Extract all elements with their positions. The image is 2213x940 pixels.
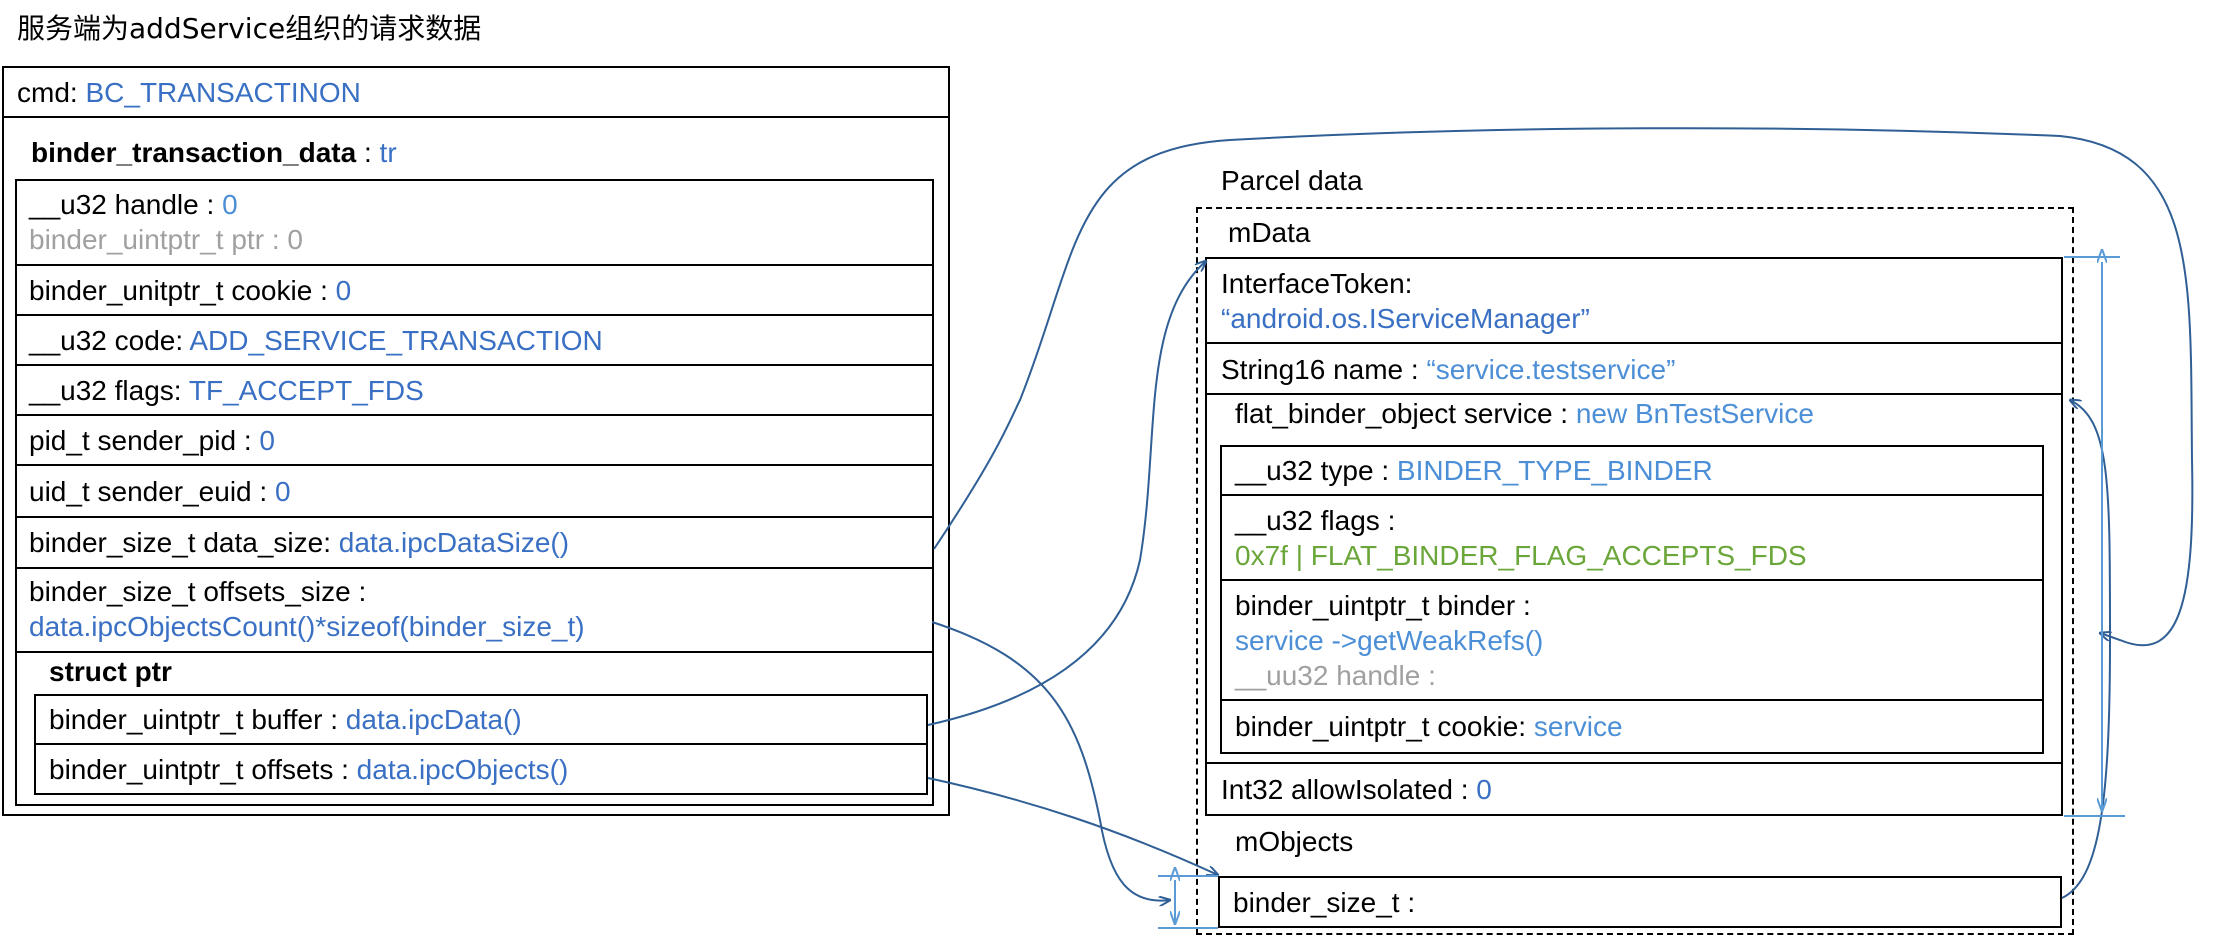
- connector-tr-to-flat-binder: [933, 127, 2194, 647]
- flat-binder-object-field: flat_binder_object service : new BnTestS…: [1235, 397, 1814, 431]
- cmd-divider: [2, 116, 950, 118]
- uid-value: 0: [274, 476, 291, 507]
- btd-header: binder_transaction_data : tr: [31, 136, 397, 170]
- fbo-cookie-value: service: [1533, 711, 1623, 742]
- type-label: __u32 type :: [1235, 455, 1397, 486]
- buffer-value: data.ipcData(): [345, 704, 522, 735]
- data-size-field: binder_size_t data_size: data.ipcDataSiz…: [29, 526, 569, 560]
- flat-binder-object-box: [1220, 445, 2044, 754]
- sender-pid-field: pid_t sender_pid : 0: [29, 424, 275, 458]
- fbo-divider-1: [1220, 494, 2044, 496]
- interface-token-value: “android.os.IServiceManager”: [1221, 303, 1590, 334]
- code-label: __u32 code:: [29, 325, 190, 356]
- binder-write-request-box: [2, 66, 950, 816]
- service-name-field: String16 name : “service.testservice”: [1221, 353, 1675, 387]
- flags-field: __u32 flags: TF_ACCEPT_FDS: [29, 374, 424, 408]
- handle-field: __u32 handle : 0: [29, 188, 238, 222]
- offsets-size-value: data.ipcObjectsCount()*sizeof(binder_siz…: [29, 611, 585, 642]
- data-size-value: data.ipcDataSize(): [338, 527, 570, 558]
- flags-value: TF_ACCEPT_FDS: [188, 375, 424, 406]
- row-divider-7: [15, 567, 934, 569]
- offsets-value: data.ipcObjects(): [356, 754, 569, 785]
- buffer-label: binder_uintptr_t buffer :: [49, 704, 346, 735]
- cookie-field: binder_unitptr_t cookie : 0: [29, 274, 351, 308]
- allow-value: 0: [1476, 774, 1492, 805]
- cmd-field: cmd: BC_TRANSACTINON: [17, 76, 361, 110]
- fbo-value: new BnTestService: [1575, 398, 1814, 429]
- offsets-label: binder_uintptr_t offsets :: [49, 754, 357, 785]
- code-value: ADD_SERVICE_TRANSACTION: [189, 325, 603, 356]
- row-divider-5: [15, 464, 934, 466]
- cookie-value: 0: [335, 275, 352, 306]
- mdata-label: mData: [1228, 217, 1311, 248]
- parcel-data-title: Parcel data: [1221, 165, 1363, 196]
- cmd-value: BC_TRANSACTINON: [85, 77, 361, 108]
- row-divider-3: [15, 364, 934, 366]
- handle-gray: __uu32 handle :: [1235, 660, 1436, 691]
- offsets-size-label: binder_size_t offsets_size :: [29, 576, 367, 607]
- uid-label: uid_t sender_euid :: [29, 476, 275, 507]
- ptr-divider: [34, 743, 928, 745]
- cmd-label: cmd:: [17, 77, 86, 108]
- type-value: BINDER_TYPE_BINDER: [1396, 455, 1713, 486]
- code-field: __u32 code: ADD_SERVICE_TRANSACTION: [29, 324, 603, 358]
- mobjects-label: mObjects: [1235, 826, 1354, 857]
- buffer-field: binder_uintptr_t buffer : data.ipcData(): [49, 703, 522, 737]
- binder-size-field: binder_size_t :: [1233, 887, 1416, 918]
- fbo-flags-label: __u32 flags :: [1235, 505, 1396, 536]
- fbo-cookie-field: binder_uintptr_t cookie: service: [1235, 710, 1623, 744]
- interface-token-label: InterfaceToken:: [1221, 268, 1413, 299]
- cookie-label: binder_unitptr_t cookie :: [29, 275, 336, 306]
- pid-value: 0: [259, 425, 275, 456]
- fbo-flags-value: 0x7f | FLAT_BINDER_FLAG_ACCEPTS_FDS: [1235, 540, 1807, 571]
- data-size-label: binder_size_t data_size:: [29, 527, 339, 558]
- flags-label: __u32 flags:: [29, 375, 189, 406]
- connector-offsets-size-to-mobjects: [931, 621, 1170, 901]
- row-divider-6: [15, 516, 934, 518]
- connector-buffer-to-mdata: [927, 261, 1206, 726]
- connector-offsets-to-mobjects: [927, 777, 1218, 875]
- row-divider-1: [15, 264, 934, 266]
- mobjects-box: [1218, 876, 2062, 928]
- mdata-divider-3: [1205, 762, 2063, 764]
- mdata-box: [1205, 257, 2063, 816]
- offsets-field: binder_uintptr_t offsets : data.ipcObjec…: [49, 753, 568, 787]
- fbo-divider-2: [1220, 579, 2044, 581]
- pid-label: pid_t sender_pid :: [29, 425, 260, 456]
- row-divider-2: [15, 314, 934, 316]
- mdata-divider-1: [1205, 342, 2063, 344]
- name-value: “service.testservice”: [1426, 354, 1676, 385]
- type-field: __u32 type : BINDER_TYPE_BINDER: [1235, 454, 1713, 488]
- btd-label: binder_transaction_data: [31, 137, 357, 168]
- row-divider-4: [15, 414, 934, 416]
- binder-value: service ->getWeakRefs(): [1235, 625, 1544, 656]
- allow-label: Int32 allowIsolated :: [1221, 774, 1477, 805]
- diagram-title: 服务端为addService组织的请求数据: [17, 12, 482, 45]
- mdata-divider-2: [1205, 393, 2063, 395]
- row-divider-8: [15, 651, 934, 653]
- sender-euid-field: uid_t sender_euid : 0: [29, 475, 291, 509]
- parcel-data-box: [1196, 207, 2074, 935]
- fbo-label: flat_binder_object service :: [1235, 398, 1576, 429]
- ptr-field: binder_uintptr_t ptr : 0: [29, 224, 303, 255]
- fbo-divider-3: [1220, 699, 2044, 701]
- fbo-cookie-label: binder_uintptr_t cookie:: [1235, 711, 1534, 742]
- struct-ptr-label: struct ptr: [49, 656, 172, 687]
- name-label: String16 name :: [1221, 354, 1427, 385]
- binder-label: binder_uintptr_t binder :: [1235, 590, 1531, 621]
- handle-label: __u32 handle :: [29, 189, 223, 220]
- btd-sep: :: [356, 137, 380, 168]
- btd-value: tr: [379, 137, 397, 168]
- binder-transaction-data-box: [15, 179, 934, 806]
- handle-value: 0: [222, 189, 238, 220]
- allow-isolated-field: Int32 allowIsolated : 0: [1221, 773, 1492, 807]
